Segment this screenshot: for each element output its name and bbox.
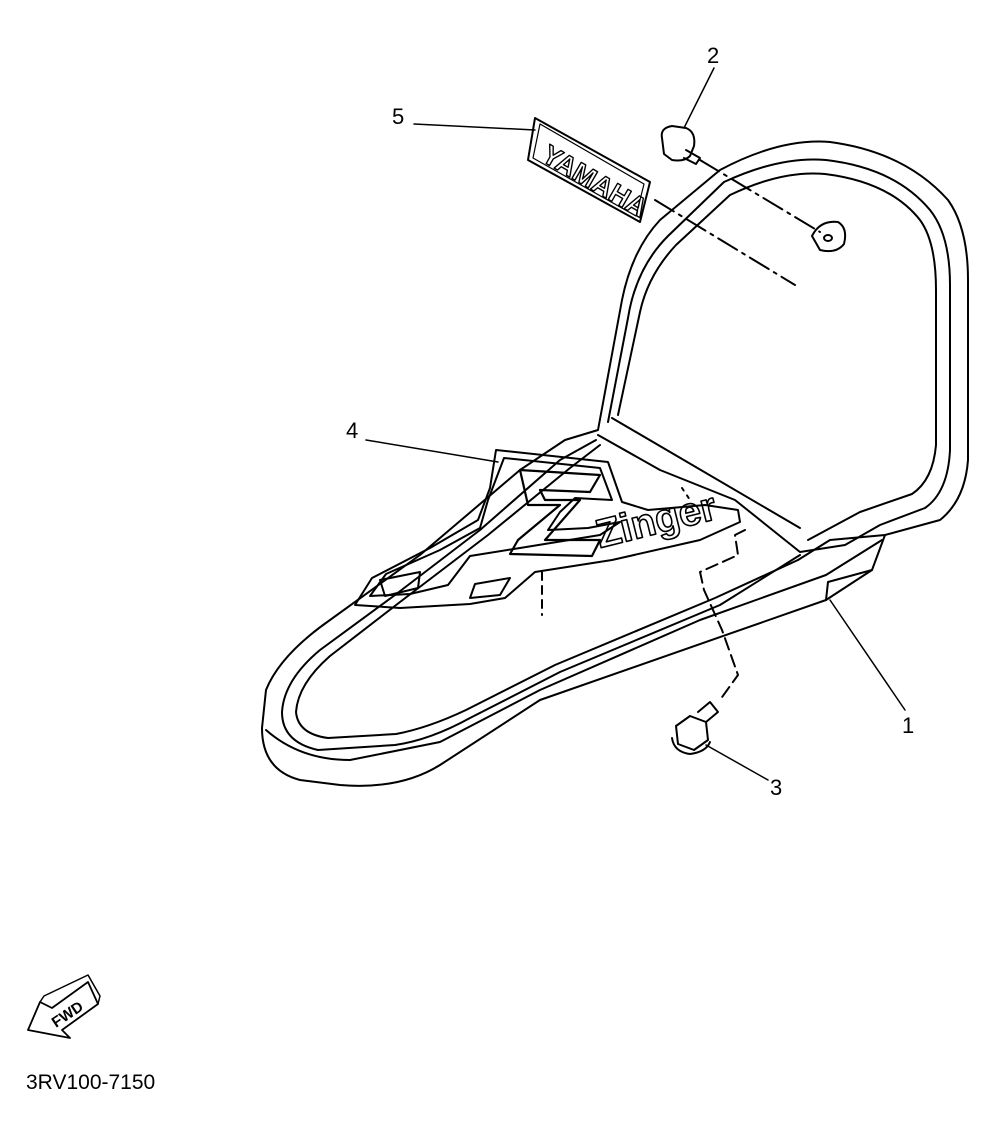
backrest-panel-edge: [611, 417, 801, 529]
bolt-shaft: [697, 701, 719, 723]
callouts: 1 2 3 4 5: [346, 43, 914, 800]
screw-head: [660, 125, 696, 162]
seat-front-edge: [825, 569, 873, 601]
decal-dash-2: [681, 487, 691, 501]
decal-z-letter: [508, 468, 602, 558]
screw-part-2: [660, 125, 847, 253]
yamaha-emblem: YAMAHA: [527, 117, 796, 286]
seat: [261, 140, 969, 787]
backrest-inner-border: [617, 172, 937, 541]
decal-inner: [369, 457, 621, 597]
bolt-part-3: [671, 529, 746, 755]
seat-outer-contour: [261, 140, 969, 787]
fwd-arrow-shape: [27, 981, 99, 1039]
emblem-plate-inner: [532, 123, 645, 217]
emblem-plate: [527, 117, 651, 223]
seat-inner-contour: [597, 158, 951, 553]
bolt-flange: [671, 737, 711, 755]
seat-surface-border: [281, 439, 801, 751]
callout-4: 4: [346, 418, 358, 443]
screw-shaft: [683, 149, 701, 165]
fwd-arrow-icon: FWD: [27, 974, 101, 1039]
decal-cutout-1: [379, 571, 421, 597]
screw-dash: [699, 159, 821, 233]
leader-4: [365, 439, 499, 463]
seat-side-edge: [265, 539, 883, 761]
emblem-dash-dot: [654, 199, 796, 286]
leader-3: [705, 744, 769, 781]
leader-2: [683, 67, 715, 129]
leader-lines: [365, 67, 906, 781]
callout-1: 1: [902, 713, 914, 738]
grommet: [811, 220, 847, 253]
leader-5: [413, 123, 536, 131]
bolt-dash-path: [699, 529, 746, 701]
drawing-code: 3RV100-7150: [26, 1071, 155, 1094]
callout-3: 3: [770, 775, 782, 800]
zinger-decal: Zinger: [354, 449, 741, 616]
seat-surface-border-2: [295, 444, 799, 739]
grommet-hole: [823, 234, 833, 242]
decal-cutout-2: [469, 577, 511, 599]
fwd-arrow-depth: [39, 974, 101, 1005]
seat-rib: [797, 534, 886, 561]
leader-1: [829, 599, 906, 711]
decal-outline: [354, 449, 741, 609]
bolt-head: [675, 715, 709, 751]
callout-5: 5: [392, 104, 404, 129]
callout-2: 2: [707, 43, 719, 68]
